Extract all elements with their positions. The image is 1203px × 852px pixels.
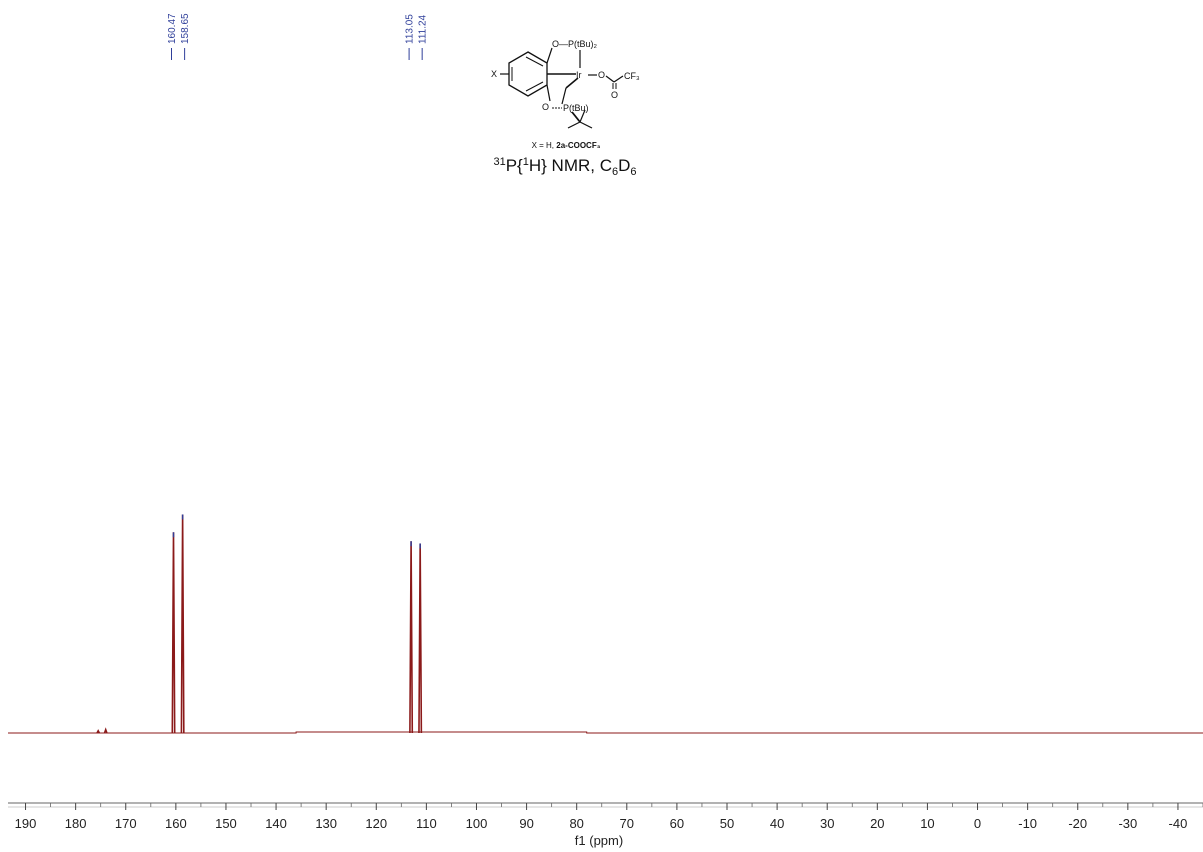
spectrum-peak	[96, 729, 101, 734]
methyl-bond	[579, 109, 586, 123]
o-c-bond	[605, 75, 615, 83]
peak-label: 113.05	[405, 14, 416, 44]
title-part: P{	[506, 156, 523, 175]
bottom-o-bond	[546, 84, 551, 102]
peak-label: 158.65	[180, 13, 191, 44]
x-tick-label: 40	[770, 816, 784, 831]
ring-double-bond	[525, 81, 544, 92]
x-tick-label: 120	[365, 816, 387, 831]
ring-double-bond	[525, 56, 544, 67]
x-tick-label: 90	[519, 816, 533, 831]
x-tick-label: 110	[416, 816, 437, 831]
carbonyl-o-label: O	[611, 90, 618, 100]
peak-label: 160.47	[167, 13, 178, 44]
x-tick-label: 180	[65, 816, 87, 831]
spectrum-peak	[418, 543, 423, 734]
x-tick-label: 130	[315, 816, 337, 831]
spectrum-peak	[171, 532, 176, 734]
x-tick-label: -20	[1068, 816, 1087, 831]
x-tick-label: -30	[1118, 816, 1137, 831]
x-tick-label: 160	[165, 816, 187, 831]
title-sub: 6	[612, 166, 618, 178]
chart-title: 31P{1H} NMR, C6D6	[493, 156, 636, 178]
x-tick-label: 150	[215, 816, 237, 831]
top-o-bond	[546, 47, 553, 64]
bottom-o-label: O	[542, 102, 549, 112]
x-tick-label: -40	[1169, 816, 1188, 831]
spectrum-peak	[180, 514, 185, 734]
spectrum-trace	[8, 514, 1203, 734]
x-tick-label: 20	[870, 816, 884, 831]
spectrum-peak	[409, 541, 414, 734]
chemical-structure: X O—P(tBu)₂ Ir O CF₃ O O P(tBu) X = H, 2…	[491, 39, 640, 150]
x-tick-label: 140	[265, 816, 287, 831]
x-group-label: X	[491, 69, 497, 79]
x-tick-label: 50	[720, 816, 734, 831]
methyl-bond	[579, 121, 593, 129]
x-axis-label: f1 (ppm)	[575, 833, 623, 848]
spectrum-peak	[103, 727, 108, 734]
bridge-bond	[561, 87, 567, 105]
x-tick-label: -10	[1018, 816, 1037, 831]
x-tick-label: 80	[569, 816, 583, 831]
title-isotope: 31	[493, 156, 505, 168]
peak-label: 111.24	[418, 14, 429, 44]
caption-prefix: X = H,	[532, 141, 557, 150]
x-tick-label: 30	[820, 816, 834, 831]
ox-label: O	[598, 70, 605, 80]
title-sub: 6	[630, 166, 636, 178]
c-cf3-bond	[613, 75, 624, 83]
title-part: D	[618, 156, 630, 175]
title-h-sup: 1	[523, 156, 529, 168]
x-tick-label: 190	[15, 816, 37, 831]
methyl-bond	[567, 121, 581, 129]
x-tick-label: 100	[466, 816, 488, 831]
top-ligand-label: O—P(tBu)₂	[552, 39, 598, 49]
title-part: H} NMR, C	[529, 156, 612, 175]
bottom-ligand-label: P(tBu)	[563, 103, 589, 113]
quaternary-carbon-bond	[571, 111, 581, 123]
x-tick-label: 60	[670, 816, 684, 831]
x-tick-label: 0	[974, 816, 981, 831]
structure-caption: X = H, 2a-COOCF₃	[532, 141, 601, 150]
metal-label: Ir	[576, 70, 582, 80]
spectrum-baseline	[8, 731, 1203, 734]
x-tick-label: 70	[620, 816, 634, 831]
cf3-label: CF₃	[624, 71, 640, 81]
bridge-bond	[565, 77, 579, 89]
x-tick-label: 10	[920, 816, 934, 831]
caption-compound: 2a-COOCF₃	[556, 141, 600, 150]
x-tick-label: 170	[115, 816, 137, 831]
